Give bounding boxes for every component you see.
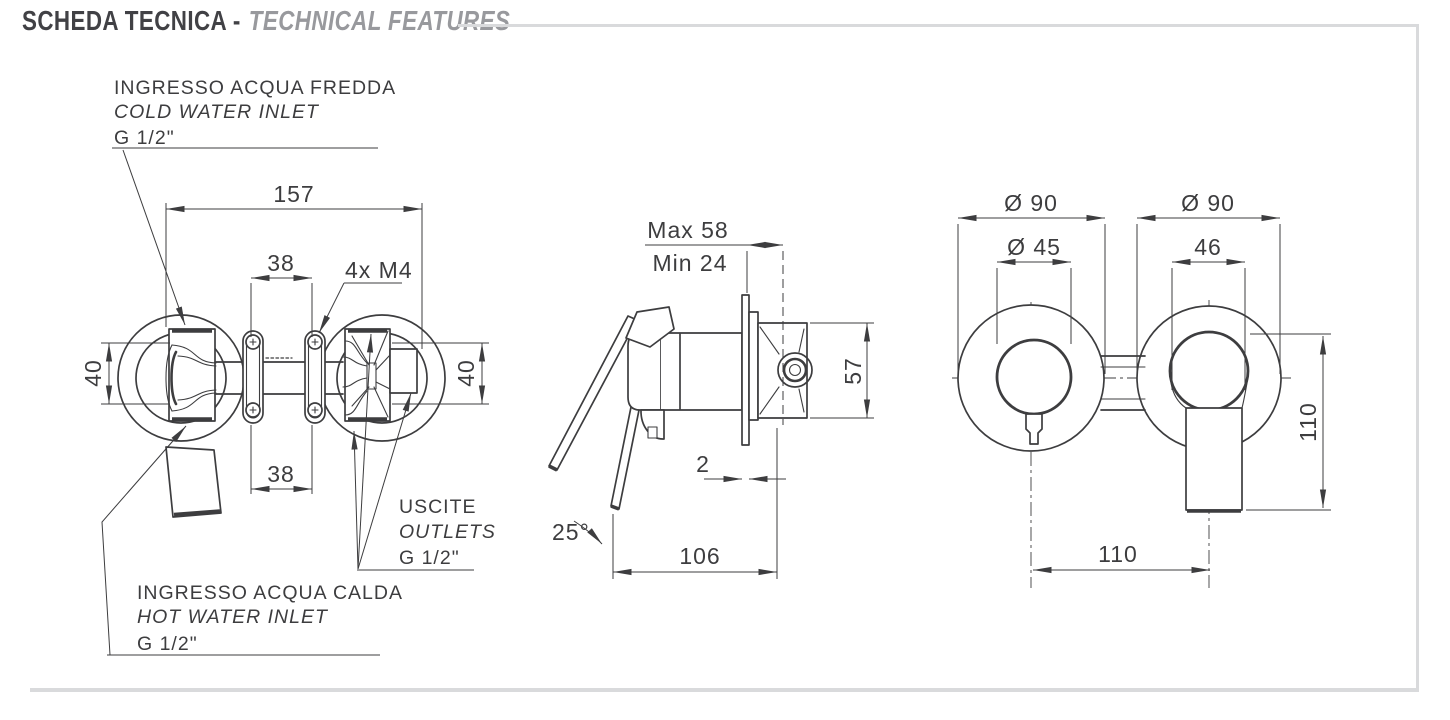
dim-body-height-right: 40 — [453, 359, 479, 387]
label-cold-inlet-it: INGRESSO ACQUA FREDDA — [114, 77, 396, 99]
spout-tube — [1185, 407, 1243, 511]
rear-view: 157 38 38 40 40 4x M4 INGRESSO ACQUA FRE… — [80, 77, 496, 656]
rear-object-lines — [117, 314, 446, 518]
right-rule — [1416, 24, 1419, 691]
cold-hot-valve-body — [168, 328, 216, 422]
top-rule — [458, 24, 1418, 27]
right-hub — [366, 362, 377, 390]
front-object-lines — [957, 304, 1282, 513]
label-outlets-thread: G 1/2" — [399, 547, 460, 569]
side-object-lines — [548, 294, 813, 511]
label-hot-inlet-en: HOT WATER INLET — [137, 606, 329, 628]
label-outlets-it: USCITE — [399, 496, 477, 518]
front-view: Ø 90 Ø 90 Ø 45 46 110 110 — [952, 190, 1331, 588]
label-outlets-en: OUTLETS — [399, 521, 496, 543]
dim-overall-length: 106 — [679, 543, 720, 569]
front-dimension-lines — [957, 214, 1331, 574]
valve-connector-inner — [788, 363, 802, 377]
left-mounting-bracket — [242, 330, 264, 424]
dim-overall-width: 157 — [273, 181, 314, 207]
dim-right-plate-diameter: Ø 90 — [1181, 190, 1235, 216]
label-cold-inlet-en: COLD WATER INLET — [114, 101, 320, 123]
title-english: TECHNICAL FEATURES — [248, 5, 511, 36]
valve-connector-outer — [777, 352, 813, 388]
side-outlet-port — [389, 348, 418, 394]
front-texts: Ø 90 Ø 90 Ø 45 46 110 110 — [1004, 190, 1321, 567]
label-hot-inlet-thread: G 1/2" — [137, 633, 198, 655]
handle-pin — [1025, 413, 1043, 445]
dim-screw-spacing-top: 38 — [267, 250, 295, 276]
dim-handle-angle: 25° — [552, 519, 590, 545]
label-screws: 4x M4 — [345, 257, 413, 283]
rear-dimension-lines — [101, 147, 489, 656]
dim-spout-height: 110 — [1295, 402, 1321, 442]
side-texts: Max 58 Min 24 57 2 106 25° — [552, 217, 866, 569]
handle-pivot-cap — [625, 306, 675, 348]
handle-lever-rear — [165, 446, 222, 518]
rear-texts: 157 38 38 40 40 4x M4 INGRESSO ACQUA FRE… — [80, 77, 496, 655]
dim-wall-depth-max: Max 58 — [647, 217, 728, 243]
spout-ball — [1168, 330, 1250, 412]
dim-plate-thickness: 2 — [696, 451, 710, 477]
valve-connector-mid — [782, 357, 808, 383]
mixer-body-side — [659, 332, 743, 411]
label-cold-inlet-thread: G 1/2" — [114, 127, 175, 149]
dim-center-distance: 110 — [1098, 541, 1138, 567]
side-dimension-lines — [573, 241, 874, 579]
right-mounting-bracket — [304, 330, 326, 424]
label-hot-inlet-it: INGRESSO ACQUA CALDA — [137, 582, 403, 604]
page-title: SCHEDA TECNICA -TECHNICAL FEATURES — [22, 5, 510, 37]
dim-body-height-left: 40 — [80, 359, 106, 387]
dim-valve-height: 57 — [840, 357, 866, 385]
dim-left-plate-diameter: Ø 90 — [1004, 190, 1058, 216]
dim-spout-width: 46 — [1194, 234, 1222, 260]
wall-plate-side — [741, 294, 750, 446]
title-italian: SCHEDA TECNICA - — [22, 5, 241, 36]
side-view: Max 58 Min 24 57 2 106 25° — [548, 217, 874, 579]
dim-screw-spacing-bottom: 38 — [267, 461, 295, 487]
plate-flange — [748, 311, 759, 421]
dim-wall-depth-min: Min 24 — [652, 250, 727, 276]
bottom-rule — [30, 688, 1419, 692]
handle-knob — [995, 338, 1073, 416]
dim-handle-diameter: Ø 45 — [1007, 234, 1061, 260]
